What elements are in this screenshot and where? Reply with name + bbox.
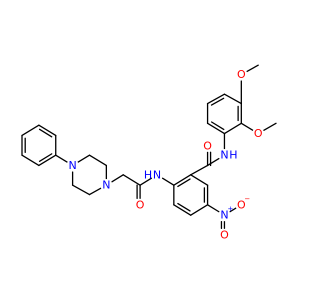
- piperazine-bond: [77, 154, 91, 163]
- ring-a-bond: [223, 93, 242, 105]
- atom-label-o-carbonyl1: O: [203, 139, 212, 152]
- ring-b-bond: [190, 204, 209, 216]
- phenyl-bond-inner: [38, 153, 53, 162]
- phenyl-bond: [21, 124, 40, 137]
- piperazine-bond: [88, 154, 108, 167]
- phenyl-bond: [38, 154, 57, 167]
- atom-label-backdrop: [235, 198, 248, 211]
- atom-label-n-pip1: N: [102, 179, 110, 192]
- amide-c2-bond: [139, 177, 153, 186]
- atom-label-o2: O: [254, 127, 263, 140]
- ring-a-bond: [206, 93, 226, 105]
- atom-label-o-nitro2: O: [220, 228, 229, 241]
- atom-label-o-nitro1: O: [237, 198, 246, 211]
- ring-a-bond: [223, 122, 242, 135]
- atom-label-n-nitro: N: [220, 209, 228, 222]
- ring-b-bond-inner: [177, 178, 191, 188]
- piperazine-bond: [88, 187, 102, 196]
- bond-layer: [21, 64, 277, 229]
- phenyl-bond: [38, 124, 57, 137]
- ring-a-bond-inner: [210, 97, 225, 106]
- atom-label-backdrop: [252, 127, 265, 140]
- ring-b-bond-inner: [177, 202, 191, 212]
- atom-label-backdrop: [218, 228, 231, 241]
- hydrogen-label: H: [144, 168, 152, 181]
- atom-label-backdrop: [218, 149, 231, 162]
- piperazine-bond: [71, 184, 91, 196]
- ring-b-bond: [173, 204, 192, 216]
- ring-a-bond: [206, 122, 226, 135]
- methyl-bond: [246, 64, 259, 73]
- phenyl-bond: [21, 154, 40, 167]
- atom-label-n-amide2: N: [153, 168, 161, 181]
- atom-label-backdrop: [218, 209, 231, 222]
- phenyl-n-bond: [55, 154, 68, 163]
- ring-b-bond: [173, 174, 192, 186]
- methylene-n-bond: [111, 174, 124, 183]
- atom-label-o1: O: [237, 68, 246, 81]
- atom-label-n-amide1: N: [220, 149, 228, 162]
- amide-n2-bond: [161, 177, 175, 186]
- ring-b-bond: [190, 174, 209, 186]
- atom-label-backdrop: [66, 159, 79, 172]
- methyl-bond: [263, 122, 277, 131]
- nitro-o-bond: [229, 207, 237, 213]
- methylene-bond: [122, 174, 141, 186]
- methoxy-bond: [240, 122, 254, 131]
- atom-label-backdrop: [134, 198, 147, 211]
- atom-label-o-carbonyl2: O: [136, 198, 145, 211]
- atom-label-n-pip2: N: [68, 159, 76, 172]
- nitro-bond: [206, 204, 220, 213]
- atom-label-backdrop: [150, 168, 163, 181]
- atom-label-backdrop: [100, 179, 113, 192]
- charge-label: −: [244, 195, 250, 203]
- hydrogen-label: H: [229, 149, 237, 162]
- ring-a-bond-inner: [210, 121, 225, 131]
- atom-label-backdrop: [235, 68, 248, 81]
- amide-c-bond: [206, 157, 220, 167]
- phenyl-bond-inner: [38, 128, 53, 138]
- charge-label: +: [228, 205, 234, 213]
- aryl-carbonyl-bond: [190, 164, 209, 176]
- atom-label-backdrop: [201, 139, 214, 152]
